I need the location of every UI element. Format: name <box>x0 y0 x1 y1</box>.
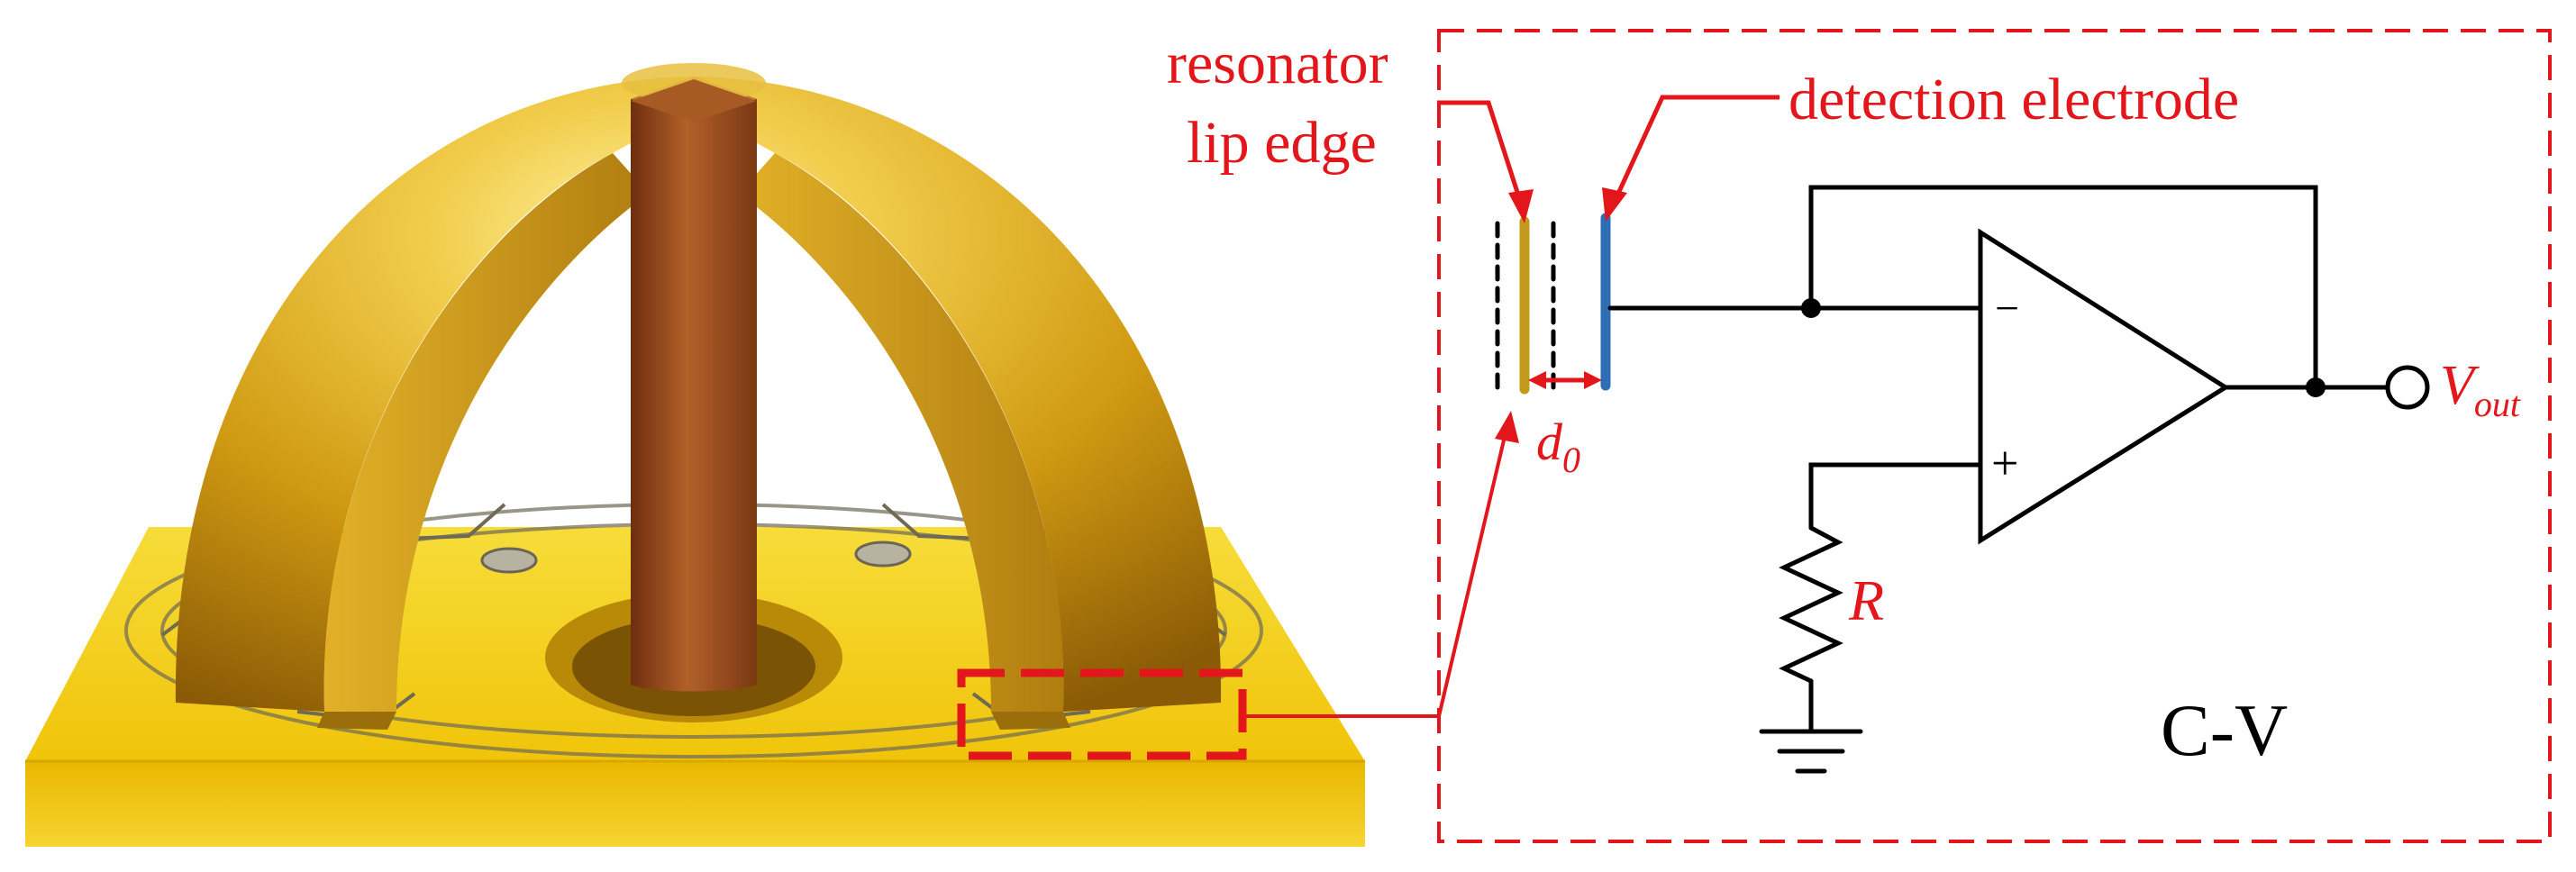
gap-label: d0 <box>1536 413 1580 480</box>
resonator-arrowhead <box>1508 189 1534 223</box>
gap-symbol: d <box>1536 413 1563 471</box>
pad-left <box>480 547 538 574</box>
junction-dot-output <box>2306 377 2326 397</box>
pointer-arrowhead <box>1495 411 1519 443</box>
circuit-type-label: C-V <box>2161 689 2288 771</box>
op-amp-minus-sign: − <box>1995 285 2019 332</box>
resonator-rendering <box>25 0 1439 847</box>
junction-dot-input <box>1801 298 1821 318</box>
arch-left <box>323 153 649 712</box>
resistor-label: R <box>1848 568 1884 632</box>
connector-line <box>1242 0 1439 716</box>
detection-electrode-label: detection electrode <box>1789 67 2239 132</box>
output-symbol: V <box>2440 355 2480 416</box>
resistor <box>1779 525 1843 684</box>
substrate-front <box>25 761 1365 847</box>
arch-right <box>739 153 1064 712</box>
dome-shell <box>175 77 1222 712</box>
ground-symbol <box>1759 729 1863 774</box>
gap-subscript: 0 <box>1562 440 1580 480</box>
gap-arrow-right <box>1584 371 1602 389</box>
op-amp <box>1978 228 2230 545</box>
output-terminal <box>2385 365 2430 410</box>
output-subscript: out <box>2474 384 2521 424</box>
op-amp-plus-sign: + <box>1991 436 2018 490</box>
resonator-label-line2: lip edge <box>1187 110 1377 176</box>
cv-circuit <box>1495 185 2389 774</box>
pad-right <box>854 540 912 568</box>
resonator-label-line1: resonator <box>1167 31 1388 96</box>
annotations: resonator lip edge detection electrode d… <box>1167 31 2521 717</box>
output-label: Vout <box>2440 355 2521 424</box>
central-stem <box>631 77 757 692</box>
circuit-frame <box>1437 29 2552 843</box>
gap-arrow-left <box>1528 371 1546 389</box>
electrode-arrowhead <box>1602 187 1627 222</box>
